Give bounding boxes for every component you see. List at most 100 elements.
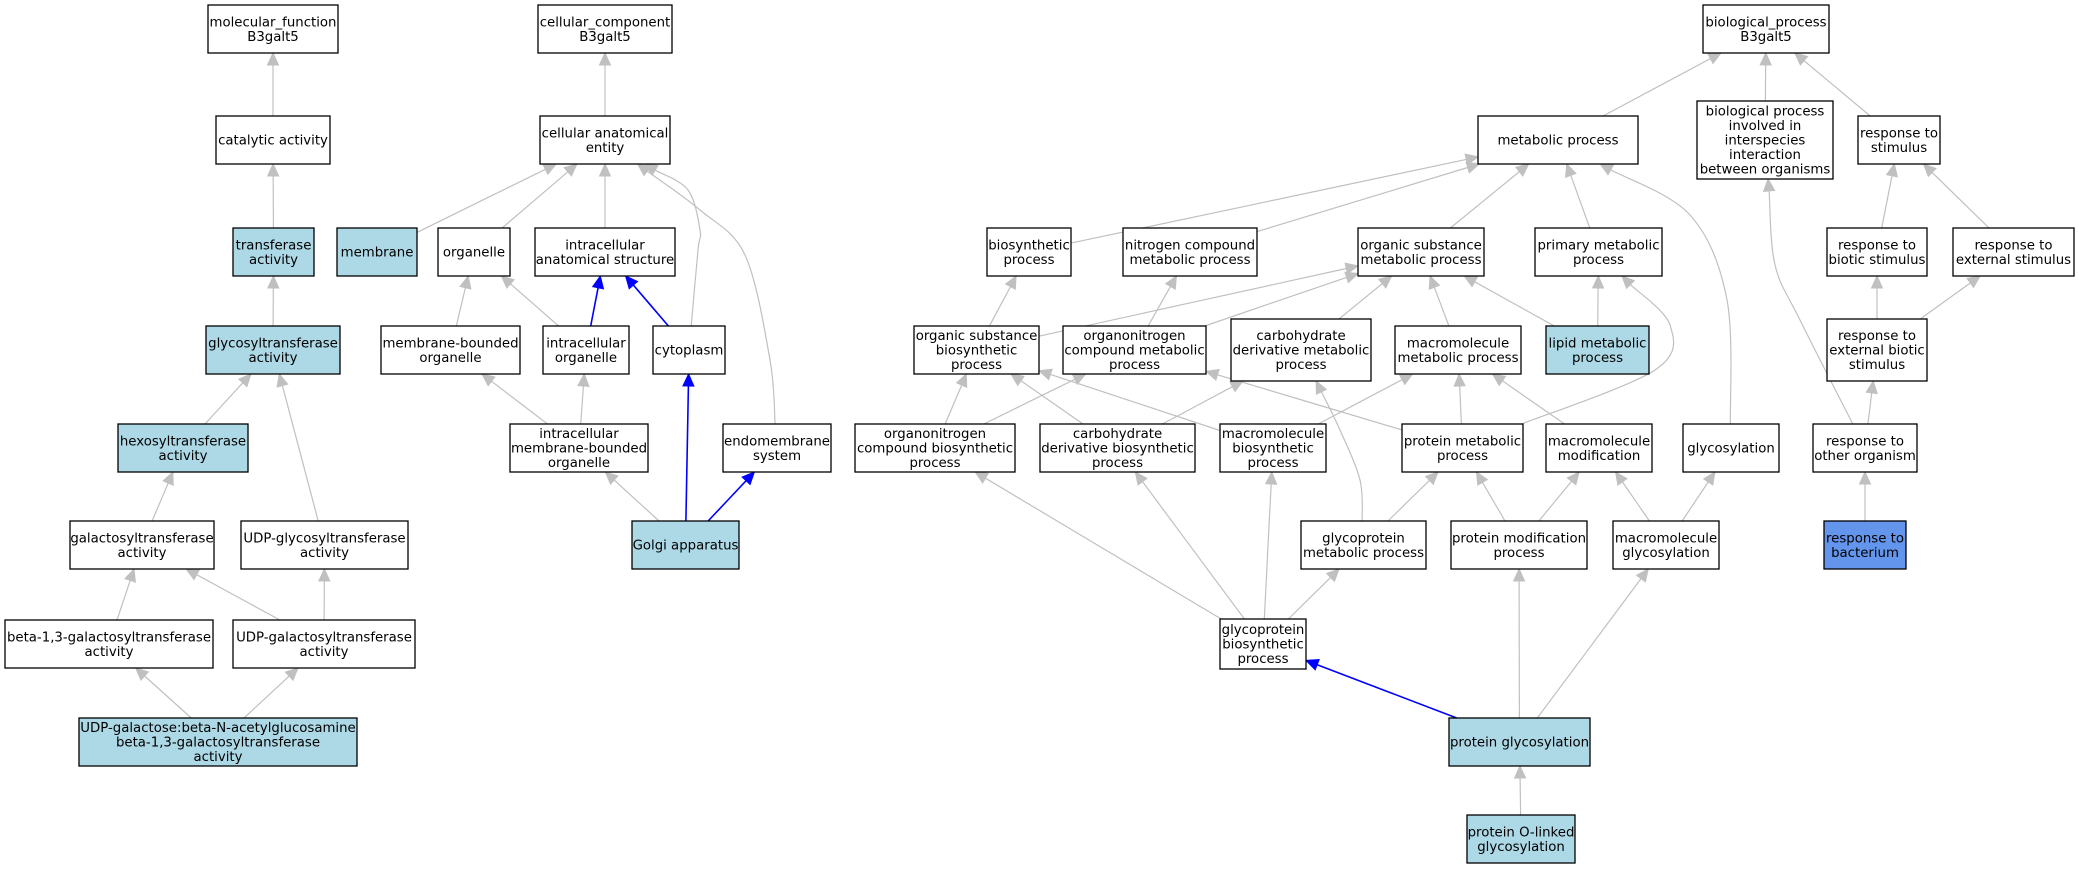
node-label-line: UDP-glycosyltransferase <box>243 531 405 546</box>
edge-line <box>1610 169 1732 425</box>
node-label-line: organelle <box>548 456 610 471</box>
arrowhead <box>1512 567 1526 582</box>
node-label-line: macromolecule <box>1548 434 1650 449</box>
node-label-line: process <box>1572 351 1623 366</box>
arrowhead <box>1966 275 1982 289</box>
node-label-line: biological process <box>1706 105 1825 120</box>
edge-line <box>580 385 584 425</box>
node-label-line: response to <box>1838 238 1916 253</box>
edge-line <box>632 284 670 327</box>
node-label-line: metabolic process <box>1497 134 1618 149</box>
edge-line <box>1931 171 1990 229</box>
node-box <box>1857 115 1941 165</box>
node-label-line: Golgi apparatus <box>633 539 739 554</box>
edge-line <box>1142 481 1245 620</box>
node-label-line: cytoplasm <box>655 344 724 359</box>
node-label-line: beta-1,3-galactosyltransferase <box>7 630 211 645</box>
edge-resp_stim-to-bp_root <box>1793 52 1871 117</box>
node-box <box>1682 423 1780 473</box>
node-label-line: derivative biosynthetic <box>1041 442 1194 457</box>
node-label-line: glycoprotein <box>1222 623 1305 638</box>
edge-line <box>1474 281 1555 327</box>
node-label-line: organic substance <box>916 329 1038 344</box>
arrowhead <box>1134 471 1148 486</box>
node-label-line: UDP-galactosyltransferase <box>236 630 412 645</box>
go-term-node-organelle[interactable]: organelle <box>437 227 511 277</box>
arrowhead <box>1010 373 1025 387</box>
go-term-node-protein-glyc[interactable]: protein glycosylation <box>1448 717 1591 767</box>
node-box <box>207 4 339 54</box>
edge-line <box>1481 482 1506 522</box>
node-label-line: biosynthetic <box>1222 638 1304 653</box>
node-box <box>534 227 676 277</box>
arrowhead <box>459 274 472 290</box>
go-term-node-glycosylation[interactable]: glycosylation <box>1682 423 1780 473</box>
node-label-line: process <box>1109 358 1160 373</box>
go-term-node-membrane[interactable]: membrane <box>336 227 418 277</box>
node-label-line: response to <box>1975 238 2053 253</box>
arrowhead <box>1325 568 1340 583</box>
go-term-node-metabolic[interactable]: metabolic process <box>1477 115 1639 165</box>
node-label-line: protein glycosylation <box>1450 736 1589 751</box>
go-term-node-catalytic[interactable]: catalytic activity <box>215 115 331 165</box>
arrowhead <box>1428 274 1441 290</box>
node-label-line: macromolecule <box>1407 336 1509 351</box>
go-term-node-golgi[interactable]: Golgi apparatus <box>631 520 740 570</box>
go-term-node-udp-gal-beta[interactable]: UDP-galactose:beta-N-acetylglucosaminebe… <box>78 717 358 767</box>
edge-line <box>510 283 559 327</box>
arrowhead <box>1475 470 1489 486</box>
arrowhead <box>1344 271 1360 284</box>
node-label-line: metabolic process <box>1129 253 1250 268</box>
arrowhead <box>1870 274 1884 289</box>
edge-glycoprotein_bio-to-organonitrogen_bio <box>974 471 1222 620</box>
edge-glycoprotein_bio-to-glycoprotein_met <box>1287 568 1340 620</box>
arrowhead <box>1513 764 1527 779</box>
node-label-line: membrane-bounded <box>511 442 647 457</box>
node-label-line: metabolic process <box>1360 253 1481 268</box>
go-term-node-cytoplasm[interactable]: cytoplasm <box>652 325 726 375</box>
edge-membrane-to-cell_anat <box>416 163 558 233</box>
